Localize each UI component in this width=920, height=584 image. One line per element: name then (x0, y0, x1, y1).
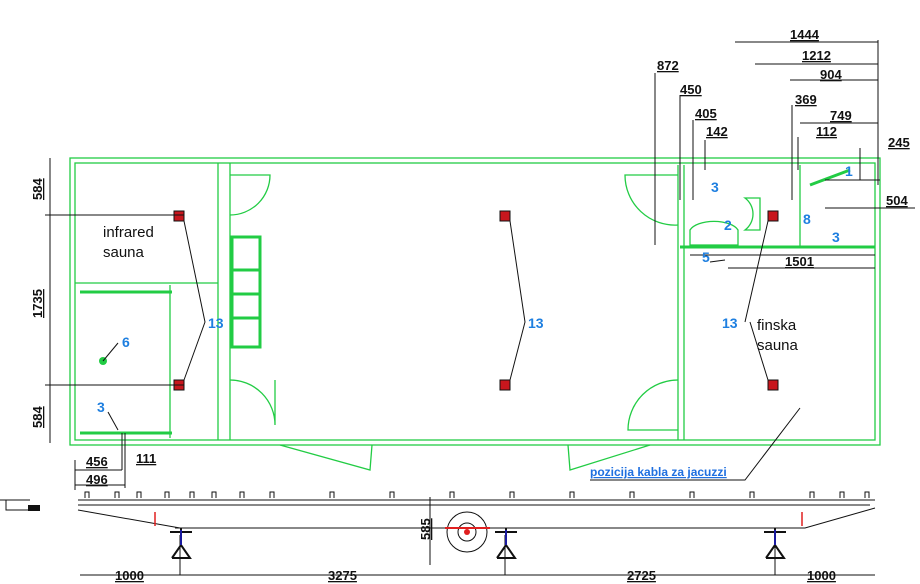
dimension-label: 872 (657, 58, 679, 73)
callout-number: 13 (208, 315, 224, 331)
dimension-label: 2725 (627, 568, 656, 583)
heater-icon (499, 379, 511, 391)
callout-number: 5 (702, 249, 710, 265)
callout-number: 3 (97, 399, 105, 415)
room-label-finska: finska (757, 317, 797, 334)
dimension-label: 405 (695, 106, 717, 121)
dimension-label: 904 (820, 67, 842, 82)
dimension-label: 496 (86, 472, 108, 487)
dimension-label: 369 (795, 92, 817, 107)
callout-number: 3 (711, 179, 719, 195)
dimension-label: 142 (706, 124, 728, 139)
dimension-label: 584 (30, 406, 45, 428)
dimension-label: 504 (886, 193, 908, 208)
heater-icon (767, 379, 779, 391)
heater-icon (173, 210, 185, 222)
dimension-label: 1212 (802, 48, 831, 63)
dimension-label: 1000 (807, 568, 836, 583)
room-label-infrared: infrared (103, 224, 154, 241)
elevation-details (28, 491, 870, 559)
callout-number: 1 (845, 163, 853, 179)
room-label-infrared-2: sauna (103, 244, 145, 261)
doors (229, 174, 761, 471)
dimension-label: 111 (136, 451, 156, 466)
callout-number: 13 (722, 315, 738, 331)
jacuzzi-cable-note: pozicija kabla za jacuzzi (590, 465, 727, 479)
dimension-label: 450 (680, 82, 702, 97)
dimension-label: 3275 (328, 568, 357, 583)
dimension-label: 245 (888, 135, 910, 150)
walls (69, 157, 881, 446)
dimension-label: 456 (86, 454, 108, 469)
heater-icon (499, 210, 511, 222)
callout-number: 6 (122, 334, 130, 350)
room-label-finska-2: sauna (757, 337, 799, 354)
callout-number: 2 (724, 217, 732, 233)
dimension-label: 749 (830, 108, 852, 123)
dimension-label: 1735 (30, 289, 45, 318)
callout-number: 8 (803, 211, 811, 227)
dimension-label: 112 (816, 124, 837, 139)
leader-lines (0, 40, 915, 576)
callout-number: 13 (528, 315, 544, 331)
dimension-label: 1444 (790, 27, 820, 42)
callout-number: 3 (832, 229, 840, 245)
dimension-label: 584 (30, 178, 45, 200)
dimension-label: 1501 (785, 254, 814, 269)
heater-icon (767, 210, 779, 222)
dimension-label: 1000 (115, 568, 144, 583)
dimension-label: 585 (418, 518, 433, 540)
